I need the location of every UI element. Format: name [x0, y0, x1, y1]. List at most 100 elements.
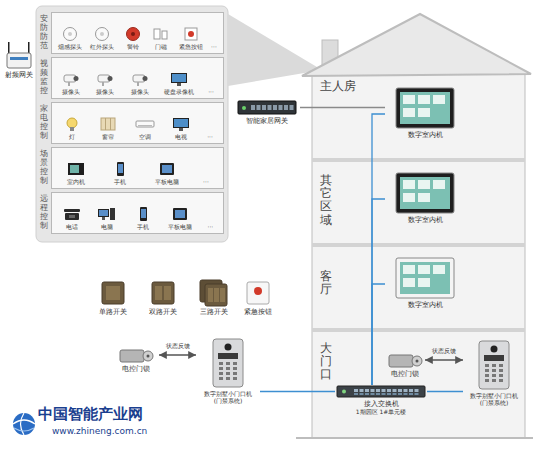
connector — [372, 199, 385, 385]
floor-node: 其它区域数字室内机 — [312, 160, 525, 245]
device-label: 电控门锁 — [391, 371, 419, 379]
floor-slab — [312, 328, 525, 332]
row-node: 视频监控摄像头摄像头摄像头硬盘录像机··· — [40, 57, 224, 99]
device-item: 硬盘录像机 — [164, 71, 194, 95]
bulb-icon — [62, 116, 82, 132]
device-label: 摄像头 — [96, 88, 114, 95]
device-label: ··· — [211, 43, 217, 50]
device-item: 烟感探头 — [58, 26, 82, 50]
device-label: 手机 — [137, 223, 149, 230]
device-label: 手机 — [114, 178, 126, 185]
group-heading: 家电控制 — [40, 105, 48, 140]
device-item: 警铃 — [123, 26, 143, 50]
station-node: 数字别墅小门口机(门禁系统) — [463, 340, 525, 406]
connector — [372, 114, 385, 385]
group-box: 摄像头摄像头摄像头硬盘录像机··· — [51, 57, 224, 99]
label-holder: 双路开关 — [149, 309, 177, 317]
device-item: 灯 — [62, 116, 82, 140]
tablet-icon — [157, 161, 177, 177]
row-node: 远程控制电话电脑手机平板电脑··· — [40, 192, 224, 234]
device-item: 窗帘 — [98, 116, 118, 140]
phone-icon — [110, 161, 130, 177]
label-holder: 紧急按钮 — [244, 309, 272, 317]
device-label: ··· — [208, 88, 214, 95]
url-text: www.zhineng.com.cn — [52, 426, 147, 437]
switch-label: 三路开关 — [200, 309, 228, 317]
floor-node: 大门口电控门锁数字别墅小门口机(门禁系统)接入交换机1期园区 1#单元楼 — [312, 330, 525, 438]
edge-label: 状态反馈 — [431, 347, 457, 354]
group-heading: 远程控制 — [40, 195, 48, 230]
device-item: 平板电脑 — [155, 161, 179, 185]
device-label: 电脑 — [101, 223, 113, 230]
device-label: 平板电脑 — [155, 178, 179, 185]
device-item: 室内机 — [66, 161, 86, 185]
switch-label: 单路开关 — [99, 309, 127, 317]
cam-icon — [130, 71, 150, 87]
zoom-panel — [36, 6, 228, 242]
device-label: 电控门锁 — [122, 366, 150, 374]
monitor-node: 数字室内机 — [385, 257, 465, 309]
device-label: 硬盘录像机 — [164, 88, 194, 95]
lock-icon — [387, 350, 423, 370]
device-label: 数字室内机 — [408, 216, 443, 224]
label-holder: 状态反馈 — [431, 347, 457, 354]
floor-node: 客厅数字室内机 — [312, 245, 525, 330]
switch-icon — [336, 385, 426, 398]
label-holder: 状态反馈 — [165, 342, 191, 349]
group-heading: 场景控制 — [40, 150, 48, 185]
device-item: 摄像头 — [95, 71, 115, 95]
device-label: 门磁 — [155, 43, 167, 50]
rf-icon — [6, 40, 32, 70]
device-item: ··· — [211, 42, 217, 50]
device-note: (门禁系统) — [214, 397, 243, 404]
station-icon — [478, 340, 510, 390]
device-item: 空调 — [135, 116, 155, 140]
device-label: 数字室内机 — [408, 131, 443, 139]
device-item: 电话 — [62, 206, 82, 230]
device-label: 智能家居网关 — [246, 117, 288, 125]
rf-node: 射频网关 — [2, 40, 36, 80]
device-label: 数字别墅小门口机 — [470, 392, 518, 399]
connector — [300, 107, 385, 108]
device-label: ··· — [208, 223, 214, 230]
cam-icon — [95, 71, 115, 87]
station-icon — [212, 338, 244, 388]
label-holder: 三路开关 — [200, 309, 228, 317]
device-item: 红外探头 — [90, 26, 114, 50]
switch-label: 双路开关 — [149, 309, 177, 317]
lock-icon — [118, 345, 154, 365]
device-item: 电视 — [171, 116, 191, 140]
button-label: 紧急按钮 — [244, 309, 272, 317]
group-heading: 安防防范 — [40, 15, 48, 50]
logo-text: 中国智能产业网 — [38, 405, 143, 423]
label-holder: 单路开关 — [99, 309, 127, 317]
connector — [427, 391, 463, 392]
connector — [260, 391, 335, 392]
logo-globe — [13, 413, 35, 435]
device-item: ··· — [203, 177, 209, 185]
house-wall — [312, 72, 525, 438]
device-note: (门禁系统) — [480, 399, 509, 406]
row-node: 场景控制 室内机手机 平板电脑 ··· — [40, 147, 224, 189]
lock-node: 电控门锁 — [113, 345, 159, 374]
btn-icon — [181, 26, 201, 42]
monitor-node: 数字室内机 — [385, 172, 465, 224]
wall-switch-icons — [102, 280, 269, 306]
device-item: ··· — [208, 87, 214, 95]
connector — [372, 284, 385, 385]
device-label: 空调 — [139, 133, 151, 140]
pc-icon — [97, 206, 117, 222]
floor-node: 主人房数字室内机 — [312, 75, 525, 160]
device-label: ··· — [207, 133, 213, 140]
row-node: 安防防范烟感探头红外探头警铃门磁紧急按钮··· — [40, 12, 224, 54]
device-label: 电话 — [66, 223, 78, 230]
gateway-node: 智能家居网关 — [234, 100, 300, 125]
monitor-icon — [395, 87, 455, 129]
monitor-icon — [395, 257, 455, 299]
group-box: 室内机手机 平板电脑 ··· — [51, 147, 224, 189]
label-holder: www.zhineng.com.cn — [52, 426, 147, 437]
switch-node: 接入交换机1期园区 1#单元楼 — [335, 385, 427, 416]
device-label: 射频网关 — [5, 72, 33, 80]
device-item: ··· — [208, 222, 214, 230]
